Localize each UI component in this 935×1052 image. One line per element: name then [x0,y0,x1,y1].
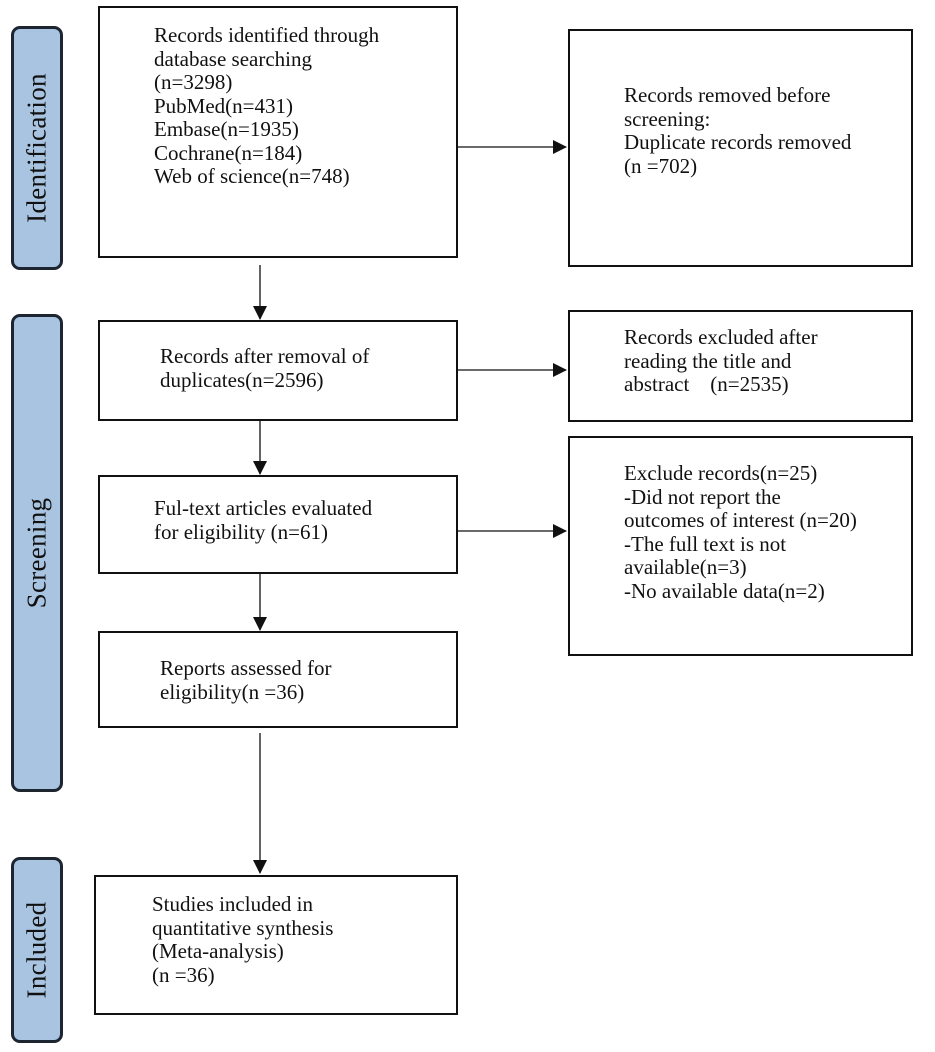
text-line: Records after removal of [160,344,370,368]
text-line: Embase(n=1935) [154,117,299,141]
text-line: duplicates(n=2596) [160,367,324,392]
stage-included: Included [11,857,63,1043]
text-line: database searching [154,46,313,71]
box-records-after-removal-text: Records after removal of duplicates(n=25… [160,344,370,392]
text-line: abstract (n=2535) [624,372,789,396]
box-reports-assessed: Reports assessed for eligibility(n =36) [98,631,458,728]
text-line: reading the title and [624,348,792,373]
text-line: Duplicate records removed [624,130,852,154]
box-fulltext-evaluated-text: Ful-text articles evaluated for eligibil… [154,496,373,544]
box-records-identified-text: Records identified through database sear… [154,23,380,189]
text-line: Studies included in [152,892,313,916]
text-line: screening: [624,106,711,131]
box-studies-included-text: Studies included in quantitative synthes… [152,892,334,987]
text-line: Web of science(n=748) [154,164,350,188]
text-line: quantitative synthesis [152,915,334,940]
text-line: (n =702) [624,153,698,178]
stage-screening: Screening [11,314,63,792]
text-line: (n =36) [152,962,215,987]
text-line: Records excluded after [624,325,818,349]
box-records-excluded-text: Records excluded after reading the title… [624,325,818,397]
text-line: (Meta-analysis) [152,939,284,963]
text-line: for eligibility (n=61) [154,519,328,544]
box-studies-included: Studies included in quantitative synthes… [94,875,458,1015]
text-line: (n=3298) [154,70,233,94]
text-line: -Did not report the [624,484,781,509]
box-records-removed-text: Records removed before screening: Duplic… [624,83,852,178]
text-line: Exclude records(n=25) [624,461,818,485]
box-records-after-removal: Records after removal of duplicates(n=25… [98,320,458,421]
box-reports-assessed-text: Reports assessed for eligibility(n =36) [160,656,332,704]
box-exclude-records: Exclude records(n=25) -Did not report th… [568,436,913,656]
text-line: Ful-text articles evaluated [154,496,373,520]
text-line: outcomes of interest (n=20) [624,508,857,532]
box-fulltext-evaluated: Ful-text articles evaluated for eligibil… [98,475,458,574]
stage-identification: Identification [11,26,63,270]
box-exclude-records-text: Exclude records(n=25) -Did not report th… [624,461,857,603]
box-records-identified: Records identified through database sear… [98,6,458,258]
text-line: available(n=3) [624,555,747,579]
text-line: PubMed(n=431) [154,93,294,118]
text-line: Reports assessed for [160,656,332,680]
text-line: -No available data(n=2) [624,578,825,603]
text-line: Records identified through [154,23,380,47]
text-line: Records removed before [624,83,831,107]
text-line: Cochrane(n=184) [154,140,303,165]
box-records-excluded: Records excluded after reading the title… [568,310,913,422]
text-line: -The full text is not [624,531,787,556]
text-line: eligibility(n =36) [160,679,305,704]
box-records-removed: Records removed before screening: Duplic… [568,29,913,267]
